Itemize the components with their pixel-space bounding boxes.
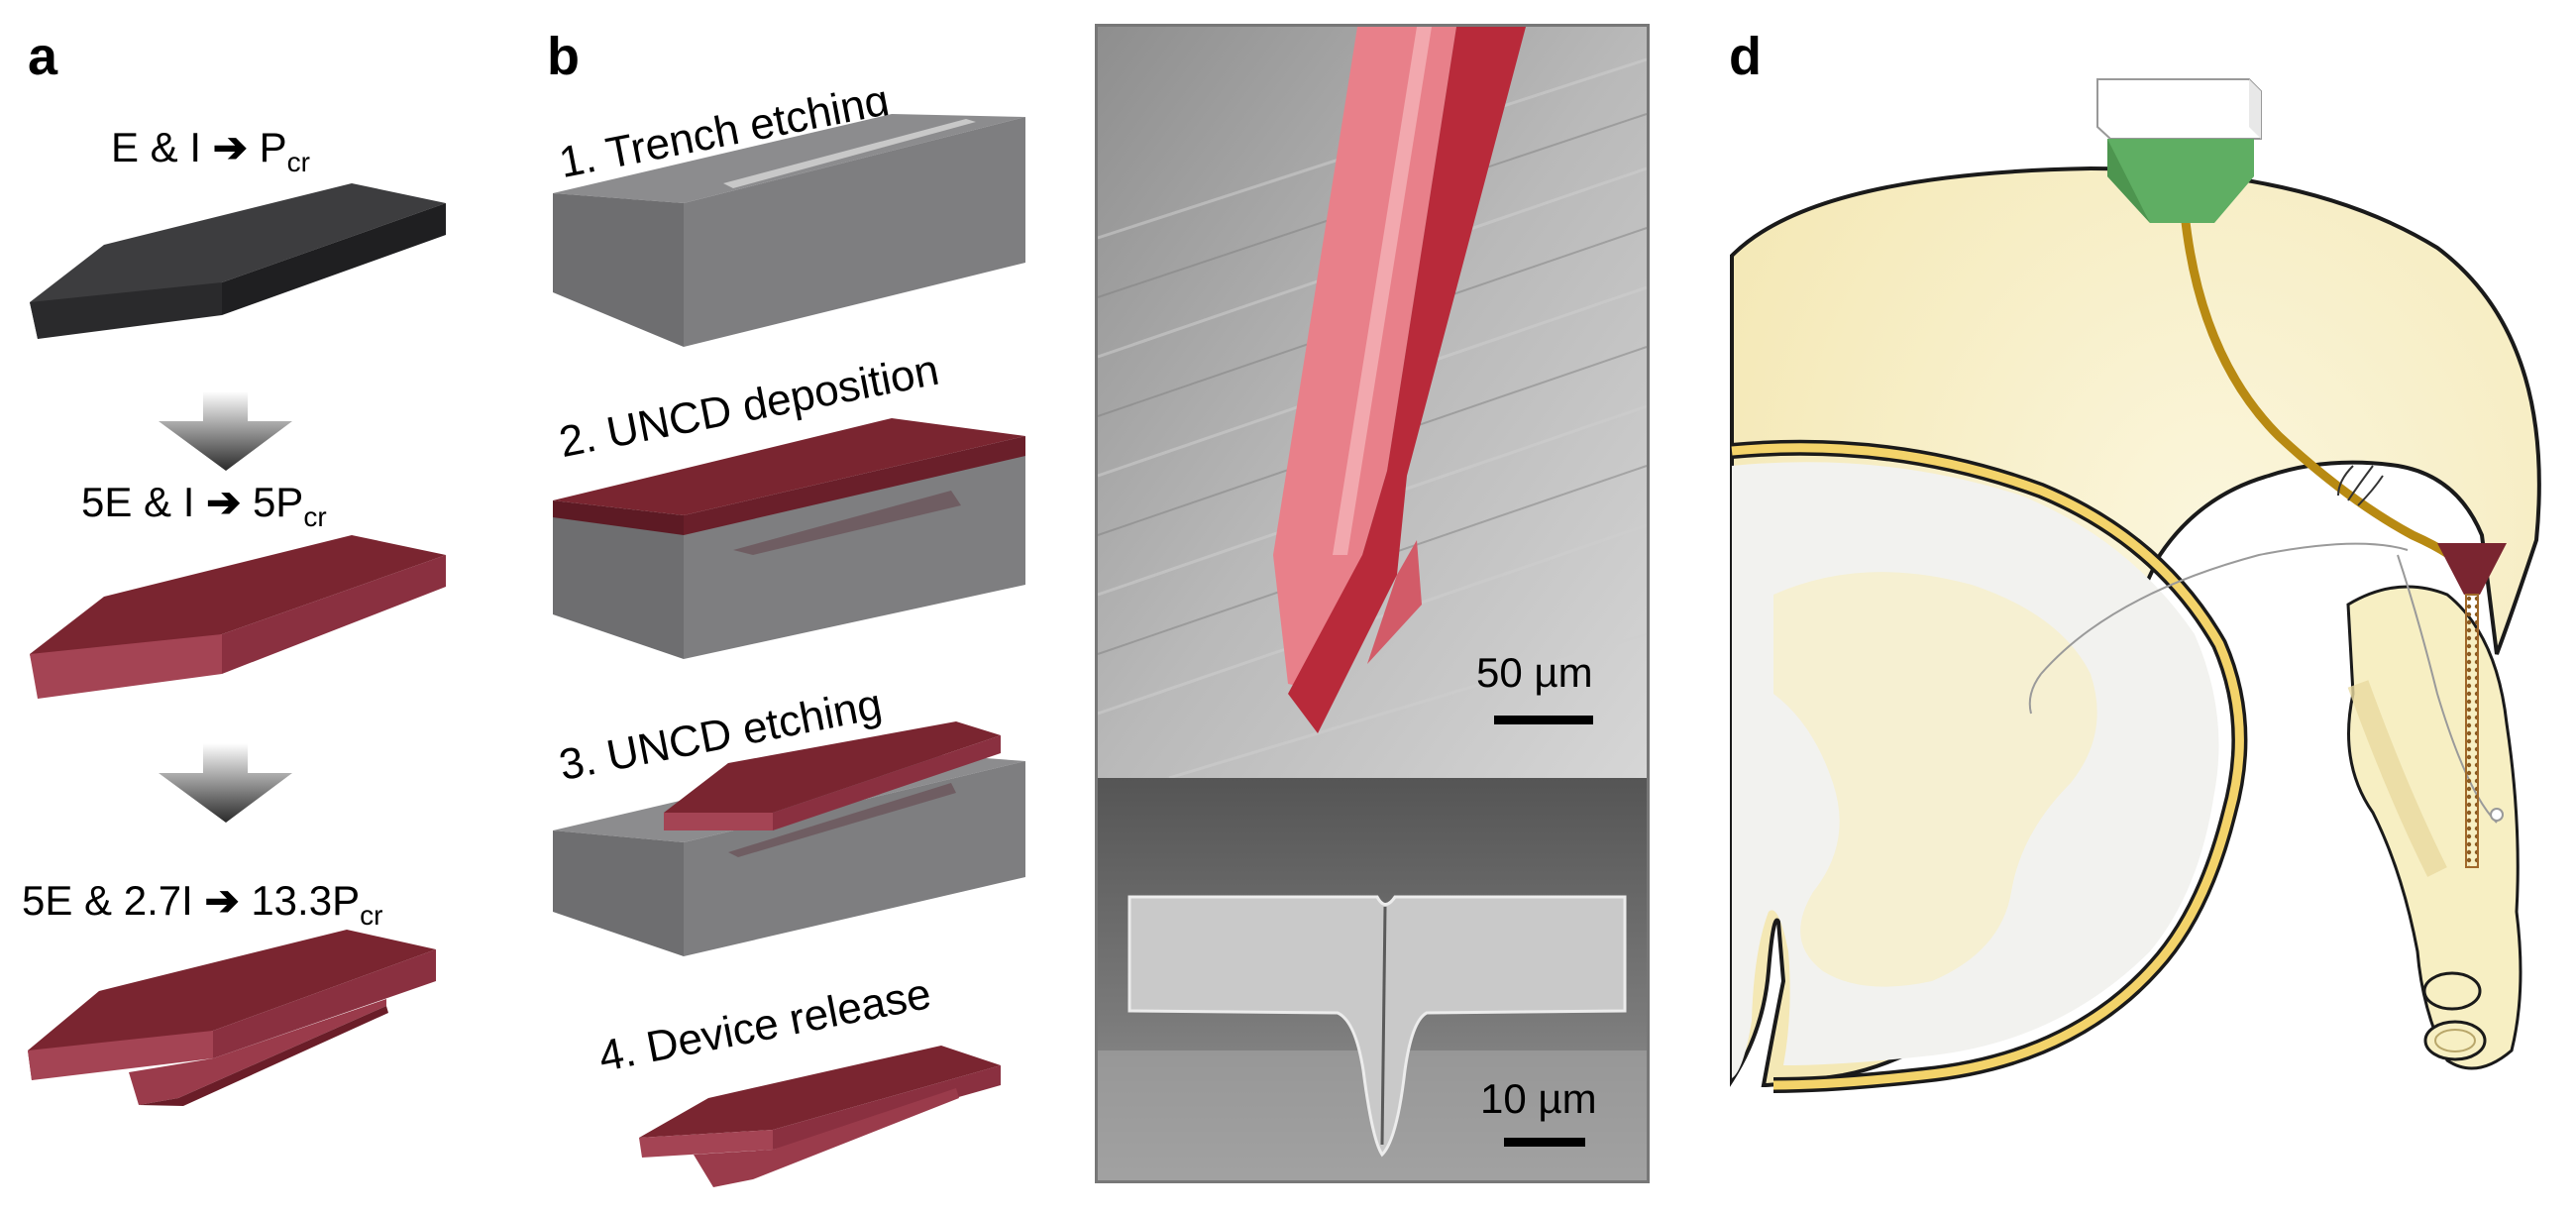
cable <box>2180 212 2476 578</box>
row-1-right: P <box>259 124 287 170</box>
scale-bar-top <box>1494 716 1593 724</box>
arrow-right-icon: ➔ <box>206 479 253 525</box>
sem-frame <box>1095 24 1650 1183</box>
panel-a-shape-2 <box>30 535 446 699</box>
sem-bottom-image <box>1098 778 1647 1180</box>
probe-implant <box>2437 543 2507 868</box>
row-3-left: 5E & 2.7I <box>22 877 193 924</box>
brain-slice <box>1730 166 2541 1093</box>
step-1-block <box>553 114 1025 347</box>
row-2-sub: cr <box>303 501 327 532</box>
arrow-right-icon: ➔ <box>204 877 252 924</box>
scale-label-bottom: 10 µm <box>1480 1075 1597 1122</box>
down-arrow-2 <box>159 743 292 823</box>
panel-letter-a: a <box>28 27 58 86</box>
row-1-left: E & I <box>111 124 202 170</box>
panel-a-row-3: 5E & 2.7I ➔ 13.3Pcr <box>22 880 382 930</box>
panel-a-shape-1 <box>30 183 446 339</box>
row-3-right: 13.3P <box>251 877 361 924</box>
scale-bar-bottom <box>1504 1138 1585 1147</box>
arrow-right-icon: ➔ <box>212 124 260 170</box>
panel-letter-b: b <box>547 27 580 86</box>
down-arrow-1 <box>159 391 292 471</box>
panel-a-row-2: 5E & I ➔ 5Pcr <box>81 482 327 531</box>
connector <box>2096 78 2262 223</box>
row-3-sub: cr <box>360 900 383 931</box>
panel-letter-d: d <box>1729 27 1762 86</box>
step-2-block <box>553 418 1025 659</box>
row-2-left: 5E & I <box>81 479 195 525</box>
panel-a-shape-3 <box>28 930 436 1106</box>
row-2-right: 5P <box>252 479 304 525</box>
step-4-device <box>639 1046 1001 1187</box>
step-3-block <box>553 721 1025 956</box>
sem-top-image <box>1097 27 1648 780</box>
row-1-sub: cr <box>286 147 310 177</box>
scale-label-top: 50 µm <box>1476 649 1593 696</box>
panel-a-row-1: E & I ➔ Pcr <box>111 127 310 176</box>
